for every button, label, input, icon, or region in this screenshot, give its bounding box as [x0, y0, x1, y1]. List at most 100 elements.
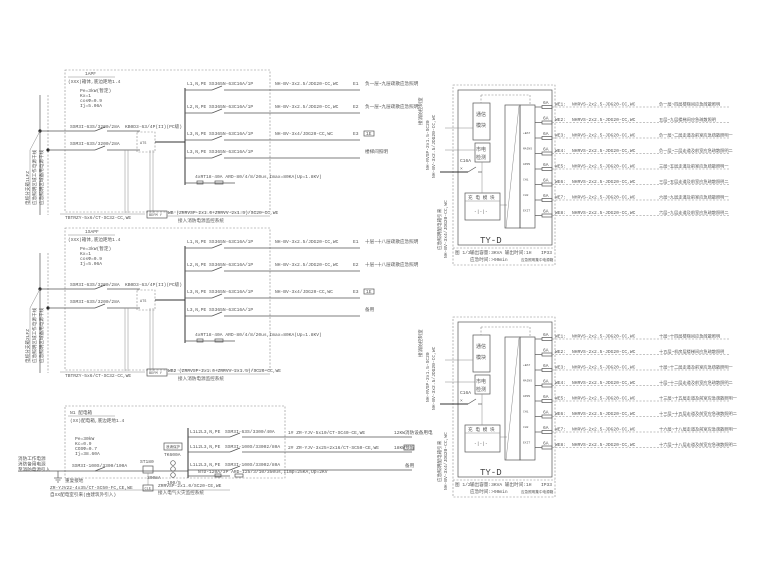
footer-spec: 应急时间:>90min [470, 488, 508, 495]
ip-rating: IP33 [541, 482, 552, 488]
vertical-cable-label: NH-BV-3x4/JDG20-CC,WC [443, 432, 449, 490]
channel-label: CH1 [523, 179, 529, 182]
branch-switch [211, 243, 223, 249]
breaker-label: C16A [460, 158, 471, 164]
leader-line [29, 130, 41, 151]
diagonal [505, 337, 520, 461]
fuse-rating: 6A [543, 425, 549, 431]
circuit-description: 十层~十八层疏散应急照明 [365, 261, 419, 268]
ct-coil [170, 466, 176, 472]
spd-label: 4xRT18-40A ARD-80/4/8/20us,Imax=80KA(Up=… [195, 332, 322, 338]
circuit-description: 十层~十二层走道及前室应急疏散照明二 [659, 379, 733, 386]
ct-coil [170, 472, 176, 478]
cross-mark-icon: × [460, 166, 463, 172]
load-parameter: Kx=1 [80, 251, 91, 257]
load-parameter: Pe=3kW(暂定) [80, 245, 111, 252]
circuit-description: 负一层~四层楼梯间应急疏散照明 [659, 101, 720, 108]
panel-title: 1APF [85, 71, 96, 77]
circuit-description: 十三层~十五层走道及前室应急疏散照明二 [659, 410, 737, 417]
branch-breaker-label: L1,N,PE SS365N-63C16A/1P [187, 81, 253, 87]
branch-cable-label: NH-BV-3x2.5/JDG20-CC,WC [275, 262, 339, 268]
panel-boundary [64, 405, 286, 479]
branch-phase: L1L2L3,N,PE [190, 444, 221, 450]
circuit-id: WE7: [555, 427, 566, 433]
circuit-id: WE5: [555, 396, 566, 402]
channel-label: +BAT [523, 364, 530, 367]
circuit-id: WE2: [555, 349, 566, 355]
fuse-rating: 6A [543, 116, 549, 122]
circuit-id: WE4: [555, 148, 566, 154]
circuit-cable-label: NHRVS-2x2.5-JDG20-CC,WC [572, 179, 636, 185]
main-switch [94, 466, 106, 472]
monitor-cable-label: WB2 (ZRRVSP-2x1.0+ZRRVV-2x1.5)/SC20-CC,W… [168, 368, 281, 374]
mains-detect-label: 检测 [476, 386, 486, 393]
circuit-id: WE6: [555, 179, 566, 185]
monitor-module-label: BDFM Y [149, 372, 163, 376]
fuse-rating: 6A [543, 178, 549, 184]
circuit-description: 消防设备用电 [405, 429, 433, 436]
vertical-cable-label: NH-RVSP-2x1.5-SC20 [425, 352, 431, 402]
panel-boundary [64, 227, 271, 371]
branch-switch [211, 85, 223, 91]
load-parameter: Kx=1 [80, 93, 91, 99]
channel-label: MAINS [523, 380, 532, 383]
switch-symbol [94, 145, 106, 151]
circuit-description: 十五层~机房层楼梯间应急疏散照明 [659, 348, 724, 355]
circuit-id: E2 [353, 104, 359, 110]
fuse-rating: 6A [543, 100, 549, 106]
branch-switch [211, 153, 223, 159]
circuit-cable-label: NHRVS-2x2.5-JDG20-CC,WC [572, 210, 636, 216]
source-label: 消防备用电源 [18, 461, 46, 468]
spd-device [214, 180, 224, 185]
vertical-cable-label: 应急照明配电箱引来 [436, 440, 443, 482]
mains-detect-label: 市电 [476, 146, 486, 153]
circuit-id: WE3: [555, 133, 566, 139]
channel-label: +BAT [523, 132, 530, 135]
circuit-description: 六层~九层走道及前室应急疏散照明二 [659, 209, 729, 216]
power-unit-boundary [452, 84, 556, 266]
ct-coil [170, 460, 176, 466]
circuit-description: 十三层~十五层走道及前室应急疏散照明一 [659, 395, 737, 402]
channel-label: EXIT [523, 442, 530, 445]
rcd-label: ST180 [140, 459, 154, 465]
circuit-cable-label: NHRVS-2x2.5-JDG20-CC,WC [572, 195, 636, 201]
monitor-note: 接入消防电源监控系统 [178, 375, 224, 382]
circuit-cable-label: NHRVS-2x2.5-JDG20-CC,WC [572, 102, 636, 108]
channel-label: CH1 [523, 411, 529, 414]
spd-fuse [196, 180, 204, 185]
circuit-description: 十层~十八层疏散应急照明 [365, 238, 419, 245]
monitor-module-box [142, 484, 154, 492]
vertical-cable-label: NH-BV-3x4/JDG20-CC,WC [443, 200, 449, 258]
ats-label: KB0D3-63/4P(II)(PC级) [125, 281, 182, 288]
branch-breaker-label: SSM3I-100S/33002/80A [225, 462, 280, 468]
reserved-box [403, 444, 415, 451]
charger-label: 充 电 模 块 [468, 194, 495, 201]
lamp-box [363, 130, 375, 137]
mains-detect-label: 市电 [476, 378, 486, 385]
load-parameter: Ij=5.06A [80, 261, 102, 267]
leader-line [29, 288, 41, 309]
circuit-description: 预留 [405, 444, 415, 451]
panel-title: 1SAPF [85, 229, 99, 235]
spd-device [234, 473, 244, 478]
branch-cable-label: 1# ZR-YJV-5x10/CT-SC40-CE,WE [288, 430, 365, 436]
feeder-cable-label: TBTRZY-5x6/CT-SC32-CC,WE [65, 215, 131, 221]
circuit-cable-label: NHRVS-2x2.5-JDG20-CC,WC [572, 349, 636, 355]
ip-rating: IP33 [541, 250, 552, 256]
branch-breaker-label: SSM3I-100S/33002/80A [225, 444, 280, 450]
spd-label: 4xRT18-40A ARD-80/4/8/20us,Imax=80KA(Up=… [195, 174, 322, 180]
channel-label: GPRS [523, 395, 530, 398]
fuse-rating: 6A [543, 379, 549, 385]
circuit-cable-label: NHRVS-2x2.5-JDG20-CC,WC [572, 442, 636, 448]
spd-fuse [214, 473, 222, 478]
source-label: 应急照明区域工作电源干线 [31, 307, 38, 363]
branch-switch [211, 135, 223, 141]
branch-breaker-label: L2,N,PE SS365N-63C16A/1P [187, 262, 253, 268]
spd-box [163, 442, 183, 451]
unit-name: 应急照明集中电源箱 [521, 489, 554, 495]
ats-symbol: ATS [140, 300, 146, 304]
circuit-id: WE3: [555, 365, 566, 371]
monitor-note: 接入电气火灾监控系统 [158, 489, 204, 496]
load-parameter: Pe=3kW(暂定) [80, 87, 111, 94]
